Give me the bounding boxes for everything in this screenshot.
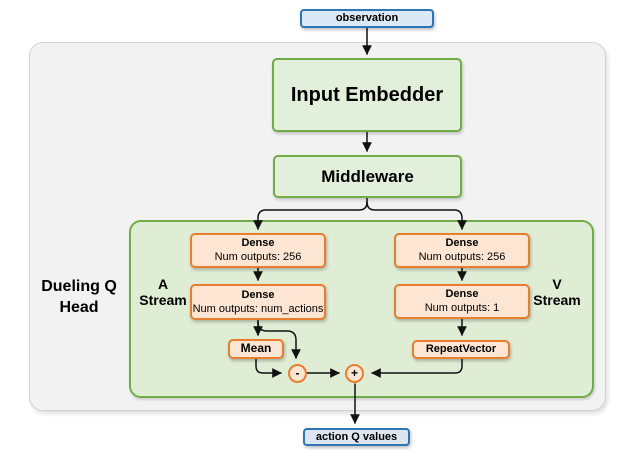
a-stream-label-line1: A (157, 276, 169, 292)
repeatvector-node: RepeatVector (412, 340, 510, 359)
dueling-q-head-label-line1: Dueling Q (41, 278, 117, 295)
v-stream-label-line1: V (552, 276, 562, 292)
v-stream-dense1-title: Dense (445, 237, 479, 250)
v-stream-dense2-title: Dense (445, 288, 479, 301)
v-stream-dense2-subtitle: Num outputs: 1 (424, 302, 500, 314)
mean-node: Mean (228, 339, 284, 359)
a-stream-dense1-node: Dense Num outputs: 256 (190, 233, 326, 268)
v-stream-label: V Stream (527, 276, 587, 308)
add-operator-node: + (345, 364, 364, 383)
dueling-q-head-label-line2: Head (59, 299, 99, 316)
a-stream-dense2-subtitle: Num outputs: num_actions (192, 302, 324, 315)
a-stream-dense1-title: Dense (241, 237, 275, 250)
a-stream-dense2-node: Dense Num outputs: num_actions (190, 284, 326, 320)
action-q-values-node: action Q values (303, 428, 410, 446)
subtract-operator-node: - (288, 364, 307, 383)
a-stream-dense2-title: Dense (241, 288, 275, 301)
v-stream-dense1-node: Dense Num outputs: 256 (394, 233, 530, 268)
a-stream-dense1-subtitle: Num outputs: 256 (214, 251, 302, 263)
middleware-node: Middleware (273, 155, 462, 198)
a-stream-label-line2: Stream (139, 292, 187, 308)
dueling-q-head-label: Dueling Q Head (28, 276, 130, 318)
input-embedder-node: Input Embedder (272, 58, 462, 132)
v-stream-dense2-node: Dense Num outputs: 1 (394, 284, 530, 319)
observation-node: observation (300, 9, 434, 28)
v-stream-dense1-subtitle: Num outputs: 256 (418, 251, 506, 263)
a-stream-label: A Stream (133, 276, 193, 308)
v-stream-label-line2: Stream (533, 292, 581, 308)
